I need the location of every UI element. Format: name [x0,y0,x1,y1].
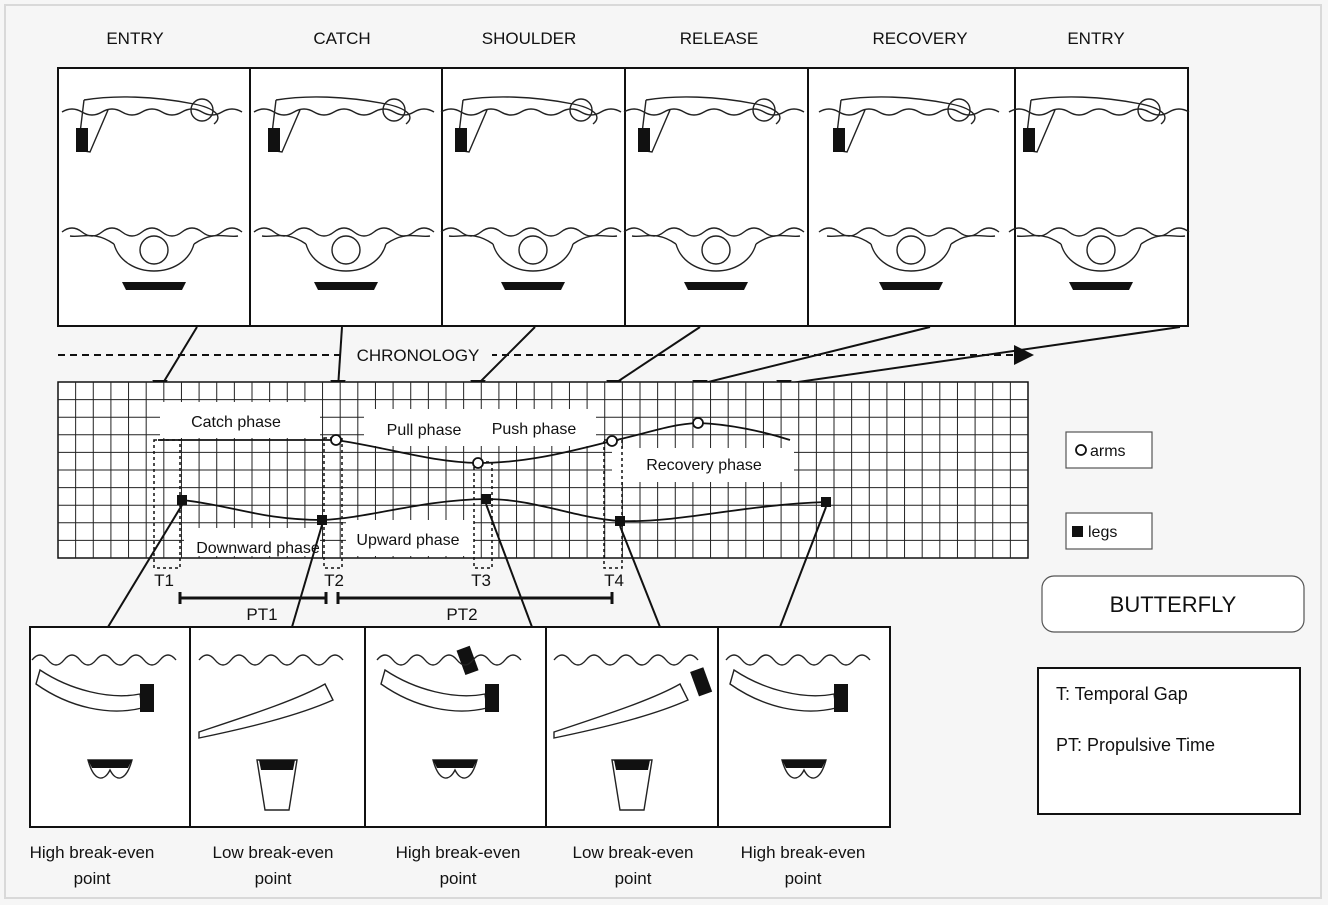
stroke-name-label: BUTTERFLY [1110,592,1237,617]
t1-label: T1 [154,571,174,590]
caption-5-line2: point [785,869,822,888]
top-label-release: RELEASE [680,29,758,48]
definition-t: T: Temporal Gap [1056,684,1188,704]
top-label-entry-1: ENTRY [106,29,163,48]
push-phase-label: Push phase [492,421,577,438]
legend-arms-label: arms [1090,443,1126,460]
caption-3-line2: point [440,869,477,888]
chronology-label: CHRONOLOGY [357,346,480,365]
pull-phase-label: Pull phase [387,422,462,439]
caption-1-line2: point [74,869,111,888]
top-label-entry-2: ENTRY [1067,29,1124,48]
caption-2-line1: Low break-even [213,843,334,862]
legs-legend-icon [1072,526,1083,537]
caption-5-line1: High break-even [741,843,866,862]
caption-4-line1: Low break-even [573,843,694,862]
arms-legend-icon [1076,445,1086,455]
top-label-shoulder: SHOULDER [482,29,576,48]
t2-label: T2 [324,571,344,590]
pt2-label: PT2 [446,605,477,624]
downward-phase-label: Downward phase [196,540,320,557]
top-label-catch: CATCH [313,29,370,48]
t3-label: T3 [471,571,491,590]
top-illustration-strip [58,68,1188,326]
legend-legs-label: legs [1088,524,1117,541]
definition-pt: PT: Propulsive Time [1056,735,1215,755]
t4-label: T4 [604,571,624,590]
caption-1-line1: High break-even [30,843,155,862]
recovery-phase-label: Recovery phase [646,457,762,474]
catch-phase-label: Catch phase [191,414,281,431]
upward-phase-label: Upward phase [356,532,459,549]
caption-3-line1: High break-even [396,843,521,862]
top-label-recovery: RECOVERY [872,29,967,48]
pt1-label: PT1 [246,605,277,624]
caption-4-line2: point [615,869,652,888]
caption-2-line2: point [255,869,292,888]
